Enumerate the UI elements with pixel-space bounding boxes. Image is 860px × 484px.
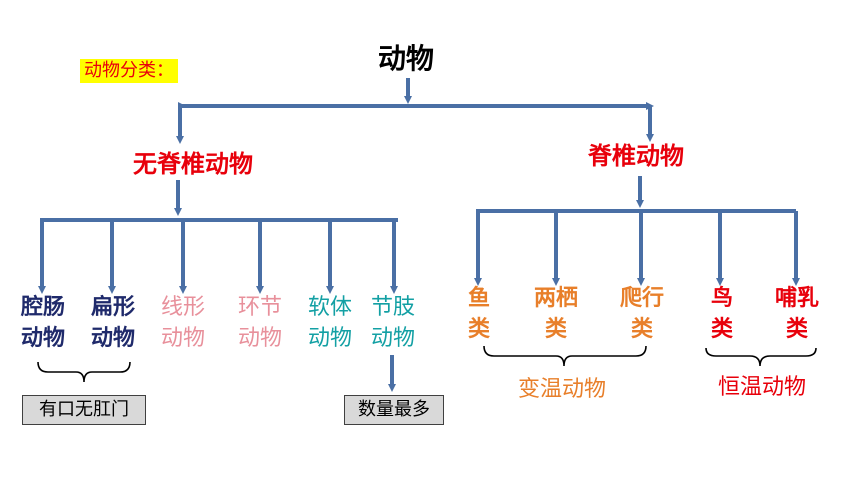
group-label-line2: 动物 — [20, 326, 65, 351]
vertebrates-title: 脊椎动物 — [588, 142, 684, 170]
group-label-line1: 鸟 — [710, 286, 733, 311]
group-annelida: 环节 动物 — [235, 292, 285, 354]
cold-blooded-label: 变温动物 — [518, 377, 607, 402]
group-label-line1: 环节 — [237, 295, 282, 320]
warm-blooded-label: 恒温动物 — [718, 375, 807, 400]
group-mollusca: 软体 动物 — [305, 292, 355, 354]
group-label-line1: 爬行 — [619, 286, 664, 311]
group-label-line2: 类 — [710, 317, 733, 342]
group-arthropoda: 节肢 动物 — [368, 292, 418, 354]
group-label-line1: 鱼 — [467, 286, 490, 311]
group-coelenterata: 腔肠 动物 — [18, 292, 68, 354]
group-amphibians: 两栖 类 — [531, 283, 581, 345]
group-label-line1: 节肢 — [370, 295, 415, 320]
group-label-line2: 动物 — [307, 326, 352, 351]
group-label-line1: 腔肠 — [20, 295, 65, 320]
group-label-line1: 软体 — [307, 295, 352, 320]
group-label-line1: 线形 — [160, 295, 205, 320]
note-no-anus: 有口无肛门 — [22, 395, 146, 425]
group-label-line1: 两栖 — [533, 286, 578, 311]
group-label-line2: 类 — [467, 317, 490, 342]
group-platyhelminthes: 扁形 动物 — [88, 292, 138, 354]
note-most-numerous: 数量最多 — [344, 395, 444, 425]
group-label-line1: 哺乳 — [774, 286, 819, 311]
group-label-line1: 扁形 — [90, 295, 135, 320]
invertebrates-title: 无脊椎动物 — [133, 150, 253, 178]
group-label-line2: 类 — [544, 317, 567, 342]
root-node: 动物 — [378, 42, 435, 75]
group-mammals: 哺乳 类 — [772, 283, 822, 345]
group-label-line2: 动物 — [370, 326, 415, 351]
group-label-line2: 类 — [630, 317, 653, 342]
group-fish: 鱼 类 — [454, 283, 504, 345]
classification-tag: 动物分类： — [80, 59, 178, 83]
group-nematoda: 线形 动物 — [158, 292, 208, 354]
group-label-line2: 动物 — [237, 326, 282, 351]
group-label-line2: 类 — [785, 317, 808, 342]
group-reptiles: 爬行 类 — [617, 283, 667, 345]
group-label-line2: 动物 — [160, 326, 205, 351]
group-label-line2: 动物 — [90, 326, 135, 351]
group-birds: 鸟 类 — [697, 283, 747, 345]
